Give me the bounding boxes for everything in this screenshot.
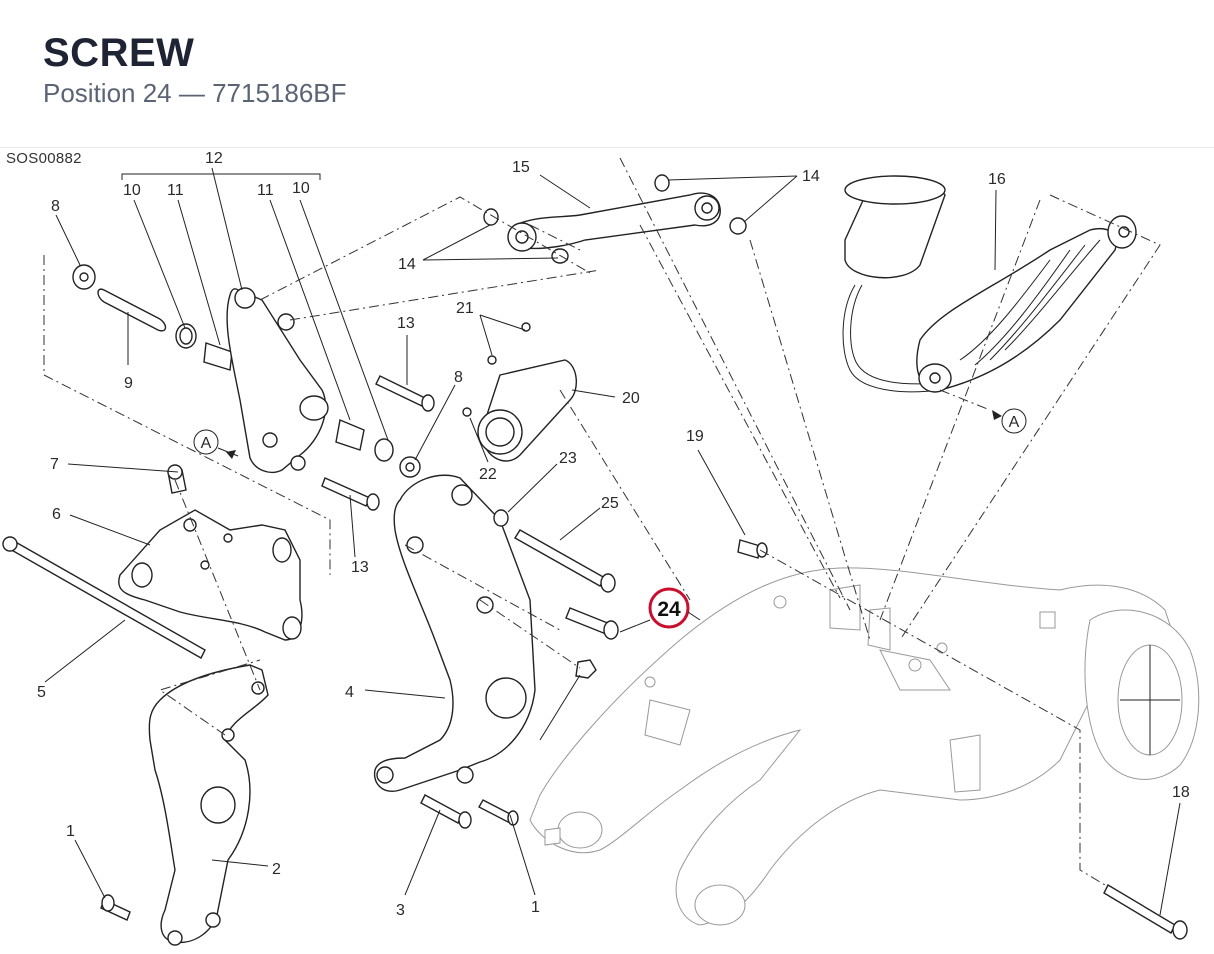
damper-19 [462,322,577,462]
svg-text:A: A [201,435,212,452]
diagram-code: SOS00882 [6,150,82,167]
callout-labels: 8 10 11 12 11 10 9 13 8 13 14 15 14 16 2… [37,150,1190,919]
callout-19: 20 [622,390,640,407]
plate-6 [118,464,303,641]
svg-text:A: A [1009,414,1020,431]
reference-marker-right: A [992,408,1027,434]
callout-22: 23 [559,450,577,467]
callout-8: 8 [51,198,60,215]
callout-18: 19 [686,428,704,445]
swingarm-ghost [529,567,1200,926]
part-title: SCREW [43,31,195,75]
highlighted-callout-24[interactable]: 24 [648,587,701,629]
bolt-5 [2,536,206,659]
callout-23: 25 [601,495,619,512]
screw-17 [1103,884,1188,940]
rocker-assembly-12 [72,264,435,511]
callout-6: 6 [52,506,61,523]
callout-10: 10 [123,182,141,199]
callout-8: 8 [454,369,463,386]
spacer-18 [737,539,768,559]
alignment-lines [43,157,1161,886]
callout-17: 18 [1172,784,1190,801]
callout-1: 1 [66,823,75,840]
callout-10: 10 [292,180,310,197]
callout-13: 13 [397,315,415,332]
part-subtitle: Position 24 — 7715186BF [43,78,347,108]
callout-2: 2 [272,861,281,878]
header: SCREW Position 24 — 7715186BF [43,30,347,110]
callout-13: 13 [351,559,369,576]
callout-21: 22 [479,466,497,483]
callout-20: 21 [456,300,474,317]
callout-7: 7 [50,456,59,473]
reference-marker-left: A [193,429,239,459]
callout-14: 14 [398,256,416,273]
leader-lines [44,167,1181,916]
hanger-2 [100,664,269,946]
shock-absorber-16 [842,175,1137,393]
callout-9: 9 [124,375,133,392]
link-rod-15 [483,174,747,264]
callout-4: 4 [345,684,354,701]
callout-5: 5 [37,684,46,701]
callout-11: 11 [257,182,274,199]
callout-16: 16 [988,171,1006,188]
callout-15: 15 [512,159,530,176]
callout-1: 1 [531,899,540,916]
callout-3: 3 [396,902,405,919]
callout-11: 11 [167,182,184,199]
callout-14: 14 [802,168,820,185]
bracket-4 [373,474,619,829]
header-divider [0,147,1214,148]
callout-12: 12 [205,150,223,167]
svg-text:24: 24 [657,598,681,621]
